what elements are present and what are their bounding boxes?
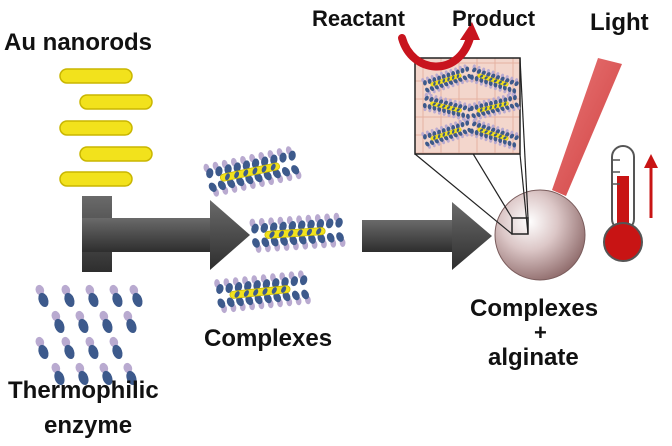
enzyme-cluster: [35, 284, 143, 386]
complexes-label: Complexes: [204, 325, 332, 352]
nanorod: [79, 146, 153, 162]
complex-icon: [421, 118, 474, 149]
enzyme-icon: [51, 362, 65, 386]
enzyme-label: enzyme: [44, 412, 132, 439]
complexes-alginate-label-line1: Complexes: [470, 295, 598, 322]
bead-zoom-marker: [511, 217, 529, 235]
process-arrow-icon: [362, 202, 492, 270]
merge-arrow-icon: [82, 196, 250, 272]
laser-beam-icon: [552, 58, 622, 196]
alginate-bead: [494, 189, 586, 281]
complex-icon: [468, 92, 521, 121]
enzyme-icon: [61, 336, 75, 360]
reaction-arrowhead: [460, 22, 480, 40]
light-label: Light: [590, 9, 649, 36]
complex-icon: [214, 270, 311, 314]
temperature-up-arrow-icon: [644, 154, 658, 218]
complexes-group: [203, 146, 346, 314]
complex-icon: [470, 64, 519, 97]
enzyme-icon: [109, 336, 123, 360]
nanorod: [59, 68, 133, 84]
nanorod: [59, 120, 133, 136]
enzyme-icon: [123, 362, 137, 386]
enzyme-icon: [35, 284, 49, 308]
complex-icon: [203, 146, 302, 197]
enzyme-icon: [51, 310, 65, 334]
enzyme-icon: [61, 284, 75, 308]
complexes-alginate-label-plus: +: [534, 320, 547, 345]
enzyme-icon: [85, 284, 99, 308]
enzyme-icon: [109, 284, 123, 308]
complex-icon: [249, 212, 346, 253]
complex-icon: [470, 118, 519, 151]
enzyme-icon: [99, 362, 113, 386]
complexes-alginate-label-line3: alginate: [488, 344, 579, 371]
au-nanorods-label: Au nanorods: [4, 29, 152, 56]
nanorod: [59, 171, 133, 187]
enzyme-icon: [99, 310, 113, 334]
product-label: Product: [452, 6, 536, 31]
reaction-curved-arrow-icon: [398, 34, 474, 71]
thermophilic-label: Thermophilic: [8, 377, 159, 404]
complex-icon: [422, 92, 472, 122]
nanorod: [79, 94, 153, 110]
enzyme-icon: [129, 284, 143, 308]
au-nanorods-group: [59, 68, 153, 187]
enzyme-icon: [75, 362, 89, 386]
zoom-inset: [414, 57, 521, 155]
enzyme-icon: [35, 336, 49, 360]
reactant-label: Reactant: [312, 6, 406, 31]
enzyme-icon: [85, 336, 99, 360]
complex-icon: [421, 64, 474, 95]
enzyme-icon: [75, 310, 89, 334]
enzyme-icon: [123, 310, 137, 334]
thermometer-icon: [603, 145, 643, 262]
